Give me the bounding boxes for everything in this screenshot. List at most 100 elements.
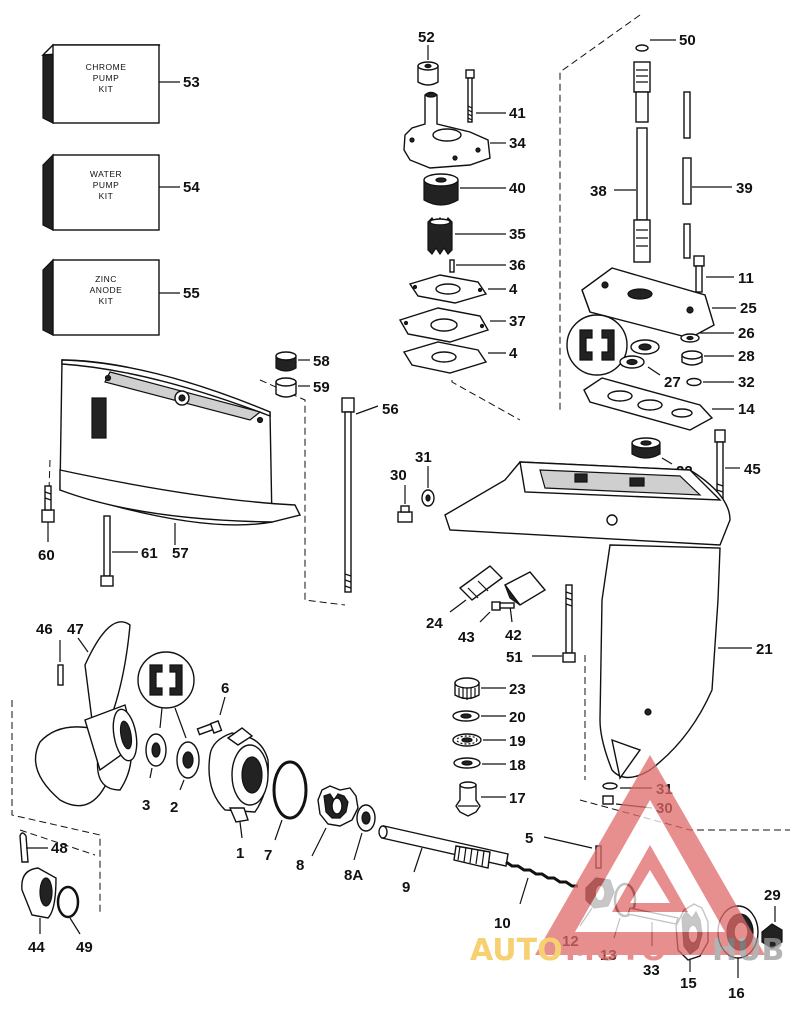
screw-6: 6 [196,680,229,736]
thrust-bearing-19: 19 [452,733,526,750]
callout-45: 45 [744,461,761,478]
grommet-59: 59 [275,377,330,398]
callout-57: 57 [172,545,189,562]
callout-27: 27 [664,374,681,391]
washer-50: 50 [635,32,696,52]
pump-bushing-52: 52 [417,29,439,86]
forward-gear-8: 8 [296,785,359,874]
pin-46: 46 [36,621,64,686]
seal-2: 2 [170,741,200,816]
o-ring-7: 7 [264,760,308,864]
propeller-shaft-9: 9 [378,825,509,896]
impeller-cup-40: 40 [423,173,526,206]
callout-25: 25 [740,300,757,317]
gasket-14: 14 [583,377,755,431]
callout-35: 35 [509,226,526,243]
callout-16: 16 [728,985,745,1002]
callout-21: 21 [756,641,773,658]
grommet-28: 28 [681,348,755,366]
callout-56: 56 [382,401,399,418]
nut-29: 29 [761,887,783,949]
callout-41: 41 [509,105,526,122]
kit-54-line-1: WATER [90,169,122,179]
o-ring-32: 32 [686,374,755,391]
callout-44: 44 [28,939,45,956]
kit-53-line-1: CHROME [86,62,127,72]
bolt-61: 61 [100,515,158,587]
bearing-carrier-1: 1 [208,727,269,862]
bolt-11: 11 [693,255,754,293]
shift-rod-39: 39 [682,91,753,259]
callout-26: 26 [738,325,755,342]
pinion-gear-17: 17 [455,781,526,817]
screw-30-upper: 30 [390,467,413,523]
washer-18: 18 [453,757,526,774]
exhaust-housing-57: 57 [59,359,302,562]
watermark-text-auto: AUTO [470,933,563,968]
callout-3: 3 [142,797,150,814]
callout-23: 23 [509,681,526,698]
kit-54-line-2: PUMP [93,180,120,190]
trim-tab-42: 42 [503,571,547,644]
gasket-4-upper: 4 [408,274,518,304]
bolt-60: 60 [38,485,55,564]
bolt-41: 41 [465,69,526,123]
grommet-58: 58 [275,351,330,372]
callout-10: 10 [494,915,511,932]
gearcase-21: 21 [444,461,773,780]
kit-53-line-3: KIT [99,84,114,94]
callout-9: 9 [402,879,410,896]
callout-52: 52 [418,29,435,46]
pump-housing-34: 34 [403,91,526,169]
washer-26: 26 [680,325,755,343]
callout-30-upper: 30 [390,467,407,484]
callout-4-lower: 4 [509,345,518,362]
callout-29: 29 [764,887,781,904]
callout-50: 50 [679,32,696,49]
seal-detail-27: 27 [566,314,681,391]
callout-48: 48 [51,840,68,857]
callout-28: 28 [738,348,755,365]
callout-54: 54 [183,179,200,196]
kit-55-line-1: ZINC [95,274,117,284]
callout-15: 15 [680,975,697,992]
callout-18: 18 [509,757,526,774]
washer-31-upper: 31 [415,449,435,507]
callout-11: 11 [738,270,754,287]
washer-8a: 8A [344,804,376,884]
callout-46: 46 [36,621,53,638]
callout-34: 34 [509,135,526,152]
callout-31-upper: 31 [415,449,432,466]
callout-43: 43 [458,629,475,646]
callout-38: 38 [590,183,607,200]
driveshaft-38: 38 [590,61,651,263]
callout-14: 14 [738,401,755,418]
kit-box-chrome-pump: CHROME PUMP KIT 53 [41,43,200,124]
screw-43: 43 [458,601,515,646]
watermark-text-moto: MOTO [565,933,666,968]
cover-plate-25: 25 [581,267,757,339]
seal-3: 3 [142,733,167,814]
callout-58: 58 [313,353,330,370]
automotohub-watermark: AUTO MOTO HUB [470,755,784,968]
cone-nut-44: 44 [21,867,57,956]
callout-4-upper: 4 [509,281,518,298]
callout-8A: 8A [344,867,363,884]
callout-17: 17 [509,790,526,807]
washer-49: 49 [56,885,93,956]
callout-47: 47 [67,621,84,638]
callout-7: 7 [264,847,272,864]
kit-box-water-pump: WATER PUMP KIT 54 [42,153,200,231]
propeller-47: 47 [34,621,138,807]
callout-33: 33 [643,962,660,979]
callout-2: 2 [170,799,178,816]
callout-32: 32 [738,374,755,391]
washer-20: 20 [452,709,526,726]
kit-53-line-2: PUMP [93,73,120,83]
callout-61: 61 [141,545,158,562]
callout-20: 20 [509,709,526,726]
callout-53: 53 [183,74,200,91]
gasket-4-lower: 4 [402,341,518,374]
callout-1: 1 [236,845,244,862]
